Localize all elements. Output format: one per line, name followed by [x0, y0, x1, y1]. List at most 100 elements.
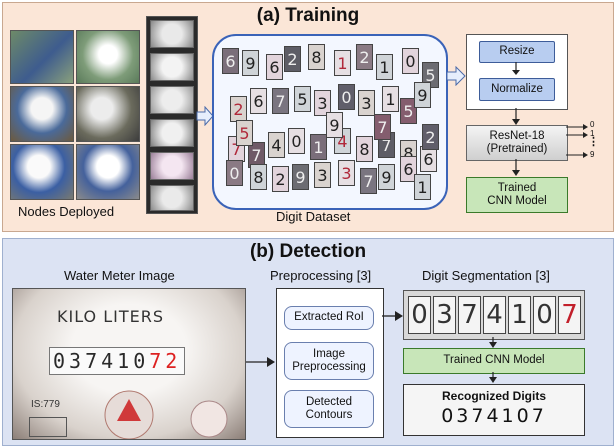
output-label-ellipsis: ⋮ — [588, 136, 599, 148]
dataset-digit: 6 — [250, 88, 267, 114]
normalize-box: Normalize — [479, 78, 555, 101]
segmentation-caption: Digit Segmentation [3] — [422, 268, 550, 283]
node-photo — [76, 144, 140, 200]
trained-cnn-model-box: Trained CNN Model — [403, 348, 585, 374]
dataset-digit: 8 — [356, 136, 373, 162]
arrow-icon — [489, 372, 497, 383]
resize-box: Resize — [479, 41, 555, 63]
dataset-digit: 2 — [356, 44, 373, 70]
dataset-digit: 1 — [334, 50, 351, 76]
meter-black-digits: 037410 — [53, 349, 150, 373]
resnet-label-line2: (Pretrained) — [486, 143, 548, 155]
step3-line2: Contours — [305, 409, 353, 421]
recognized-value: 0374107 — [441, 405, 547, 427]
dataset-digit: 7 — [272, 88, 289, 114]
dataset-digit: 5 — [294, 86, 311, 112]
water-meter-image: KILO LITERS 037410 72 IS:779 — [12, 288, 246, 440]
meter-thumbnail — [150, 86, 194, 114]
arrow-icon — [246, 357, 275, 367]
meter-thumbnail — [150, 152, 194, 180]
dataset-digit: 9 — [292, 164, 309, 190]
dataset-caption: Digit Dataset — [276, 209, 351, 224]
image-preprocessing-box: Image Preprocessing — [284, 342, 374, 380]
arrow-icon — [382, 311, 403, 321]
dataset-digit: 9 — [414, 82, 431, 108]
dataset-digit: 1 — [310, 134, 327, 160]
trained-label-line1: Trained — [497, 181, 537, 194]
dataset-digit: 1 — [382, 86, 399, 112]
water-meter-caption: Water Meter Image — [64, 268, 175, 283]
meter-red-digits: 72 — [149, 349, 182, 373]
meter-dial-icon — [104, 390, 154, 439]
meter-small-dial-icon — [190, 400, 228, 438]
dataset-digit: 4 — [268, 132, 285, 158]
node-photo — [10, 144, 74, 200]
dataset-digit: 0 — [402, 48, 419, 74]
dataset-digit: 9 — [378, 164, 395, 190]
step2-line2: Preprocessing — [292, 361, 366, 373]
node-photo-grid — [10, 30, 140, 200]
recognized-title: Recognized Digits — [441, 389, 546, 403]
trained-cnn-box: Trained CNN Model — [466, 177, 568, 213]
dataset-digit: 0 — [338, 84, 355, 110]
segmented-digit: 7 — [558, 296, 581, 334]
resnet-box: ResNet-18 (Pretrained) — [466, 125, 568, 161]
meter-thumbnail — [150, 53, 194, 81]
dataset-digit: 5 — [236, 120, 253, 146]
detected-contours-box: Detected Contours — [284, 390, 374, 428]
output-label-0: 0 — [590, 120, 595, 129]
dataset-digit: 6 — [266, 54, 283, 80]
segmented-digit: 3 — [433, 296, 456, 334]
meter-thumbnail — [150, 20, 194, 48]
node-photo — [76, 30, 140, 84]
dataset-digit: 2 — [272, 166, 289, 192]
dataset-digit: 2 — [422, 124, 439, 150]
meter-thumbnail — [150, 185, 194, 211]
dataset-digit: 0 — [288, 128, 305, 154]
meter-counter: 037410 72 — [49, 347, 186, 375]
node-photo — [10, 86, 74, 142]
dataset-digit: 3 — [314, 162, 331, 188]
dataset-digit: 7 — [374, 114, 391, 140]
node-photo — [76, 86, 140, 142]
nodes-caption: Nodes Deployed — [18, 204, 115, 219]
node-photo — [10, 30, 74, 84]
output-label-9: 9 — [590, 150, 595, 159]
dataset-digit: 8 — [308, 44, 325, 70]
arrow-icon — [512, 62, 520, 75]
recognized-digits-box: Recognized Digits 0374107 — [403, 384, 585, 436]
dataset-digit: 7 — [248, 142, 265, 168]
trained-label-line2: CNN Model — [487, 195, 547, 207]
meter-box-icon — [29, 417, 67, 437]
dataset-digit: 1 — [376, 54, 393, 80]
dataset-digit: 0 — [226, 160, 243, 186]
dataset-digit: 9 — [326, 112, 343, 138]
output-arrows — [566, 124, 588, 158]
dataset-digit: 2 — [284, 46, 301, 72]
arrow-icon — [446, 66, 466, 86]
meter-brand-label: KILO LITERS — [57, 307, 165, 326]
segmented-digit: 7 — [458, 296, 481, 334]
dataset-digit: 1 — [414, 174, 431, 200]
meter-serial: IS:779 — [31, 399, 60, 410]
resnet-label-line1: ResNet-18 — [489, 129, 545, 142]
dataset-digit: 6 — [400, 156, 417, 182]
dataset-digit: 7 — [360, 168, 377, 194]
meter-thumbnail — [150, 119, 194, 147]
detection-title: (b) Detection — [249, 241, 367, 262]
arrow-icon — [489, 337, 497, 348]
extracted-roi-box: Extracted RoI — [284, 306, 374, 330]
dataset-digit: 5 — [400, 98, 417, 124]
dataset-digit: 3 — [338, 160, 355, 186]
dataset-digit: 9 — [242, 50, 259, 76]
dataset-digit: 3 — [358, 90, 375, 116]
segmented-digit: 4 — [483, 296, 506, 334]
output-label-1: 1 — [590, 129, 595, 138]
dataset-digit: 8 — [250, 164, 267, 190]
arrow-icon — [512, 159, 520, 176]
dataset-digit: 2 — [230, 96, 247, 122]
dataset-digit: 6 — [222, 48, 239, 74]
segmented-digit: 0 — [533, 296, 556, 334]
